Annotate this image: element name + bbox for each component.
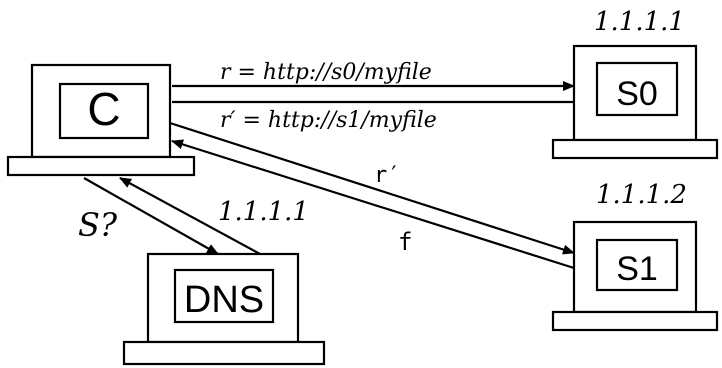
s0-screen [595, 61, 679, 117]
dns-server: DNS 1.1.1.1 [122, 197, 326, 366]
request-s1-label: r′ = http://s1/myfile [220, 108, 437, 133]
s0-keyboard [551, 138, 719, 160]
s1-label: S1 [616, 250, 658, 288]
dns-keyboard [122, 340, 326, 366]
client-screen [58, 82, 150, 140]
request-s0-label: r = http://s0/myfile [220, 60, 432, 85]
client-computer: C [6, 63, 196, 177]
dns-address: 1.1.1.1 [218, 197, 309, 227]
s1-screen [595, 238, 679, 292]
dns-query-label: S? [78, 206, 118, 244]
dns-label: DNS [184, 279, 264, 321]
diag-response-label: f [398, 228, 412, 256]
dns-screen [173, 268, 275, 324]
client-keyboard [6, 155, 196, 177]
server-s1: S1 1.1.1.2 [551, 180, 719, 332]
arrow-c-to-s1 [169, 121, 575, 255]
s1-address: 1.1.1.2 [596, 180, 687, 210]
s1-keyboard [551, 310, 719, 332]
arrow-s1-to-c [171, 139, 575, 270]
server-s0: S0 1.1.1.1 [551, 7, 719, 160]
arrow-c-to-dns [83, 177, 219, 255]
s0-address: 1.1.1.1 [594, 7, 685, 37]
client-label: C [87, 83, 120, 135]
diag-request-label: r′ [374, 163, 401, 188]
s0-monitor [572, 44, 698, 142]
arrow-dns-to-c [119, 177, 261, 255]
s0-label: S0 [616, 75, 658, 113]
